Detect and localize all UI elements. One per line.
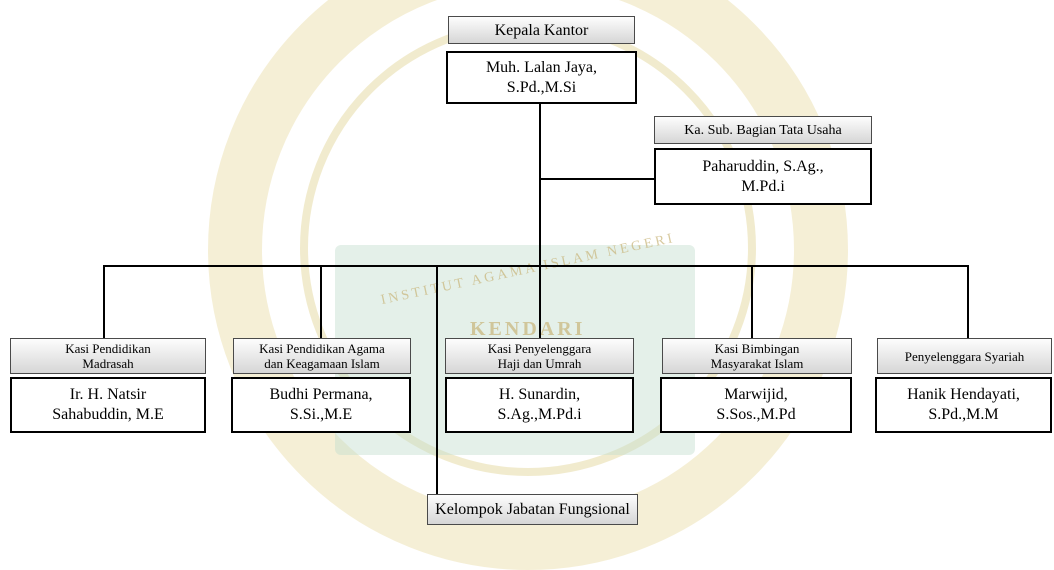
connector-section-3 — [539, 265, 541, 341]
functional-group-box: Kelompok Jabatan Fungsional — [427, 494, 638, 525]
watermark-text: INSTITUT AGAMA ISLAM NEGERI — [379, 230, 677, 309]
subbagian-name: Paharuddin, S.Ag., M.Pd.i — [654, 148, 872, 205]
connector-section-5 — [967, 265, 969, 341]
section-name: Marwijid, S.Sos.,M.Pd — [660, 377, 852, 433]
connector-sections-bus — [103, 265, 969, 267]
section-name: H. Sunardin, S.Ag.,M.Pd.i — [445, 377, 634, 433]
head-name: Muh. Lalan Jaya, S.Pd.,M.Si — [446, 51, 637, 104]
connector-functional — [436, 265, 438, 497]
connector-head-trunk — [539, 103, 541, 267]
connector-section-1 — [103, 265, 105, 341]
connector-subbagian-branch — [540, 178, 654, 180]
section-title: Kasi Pendidikan Madrasah — [10, 338, 206, 374]
connector-section-2 — [320, 265, 322, 341]
section-name: Budhi Permana, S.Si.,M.E — [231, 377, 411, 433]
connector-section-4 — [751, 265, 753, 341]
section-title: Kasi Bimbingan Masyarakat Islam — [662, 338, 852, 374]
section-title: Kasi Penyelenggara Haji dan Umrah — [445, 338, 634, 374]
subbagian-title: Ka. Sub. Bagian Tata Usaha — [654, 116, 872, 144]
head-title: Kepala Kantor — [448, 16, 635, 44]
org-chart: INSTITUT AGAMA ISLAM NEGERI KENDARI Kepa… — [10, 0, 1052, 570]
section-name: Ir. H. Natsir Sahabuddin, M.E — [10, 377, 206, 433]
section-title: Kasi Pendidikan Agama dan Keagamaan Isla… — [233, 338, 411, 374]
section-title: Penyelenggara Syariah — [877, 338, 1052, 374]
section-name: Hanik Hendayati, S.Pd.,M.M — [875, 377, 1052, 433]
